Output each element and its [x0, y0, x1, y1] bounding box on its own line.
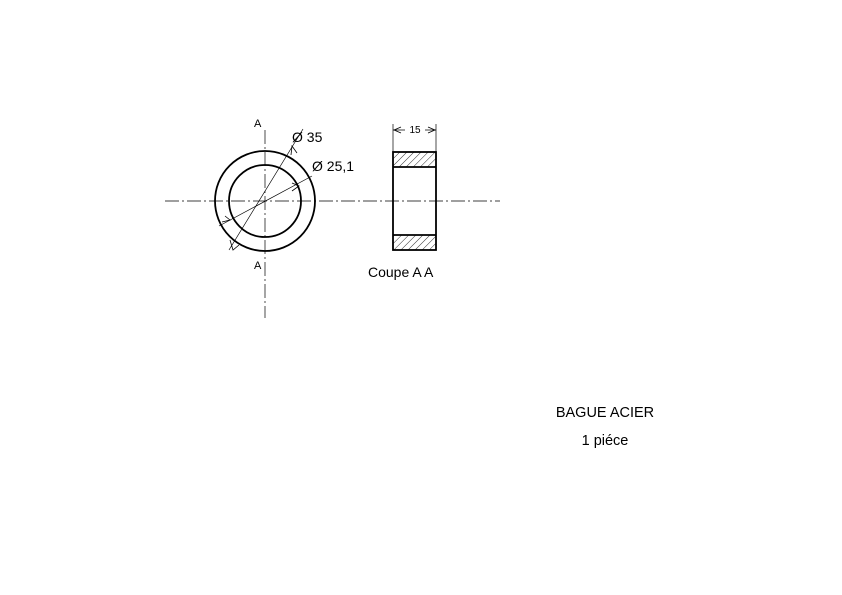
outer-diameter-arrow-bottom — [229, 239, 240, 251]
dim-arrow-left — [392, 126, 402, 134]
section-marker-top: A — [254, 118, 262, 130]
inner-diameter-arrow-bottom — [221, 215, 231, 223]
inner-circle — [228, 164, 302, 238]
outer-diameter-arrow-top — [290, 144, 298, 156]
dim-arrow-right — [427, 126, 437, 134]
section-hatch-top — [393, 152, 436, 167]
section-view: 15 Coupe A A — [368, 124, 437, 280]
part-name: BAGUE ACIER — [555, 405, 655, 421]
inner-diameter-arrow-top — [291, 182, 300, 192]
section-marker-bottom: A — [254, 260, 262, 272]
section-hatch-bottom — [393, 235, 436, 250]
width-dimension-label: 15 — [409, 125, 421, 136]
outer-diameter-leader — [228, 128, 304, 251]
part-quantity: 1 piéce — [581, 433, 629, 449]
inner-diameter-leader — [218, 175, 313, 227]
title-block: BAGUE ACIER 1 piéce — [520, 402, 690, 452]
outer-diameter-label: Ø 35 — [292, 129, 323, 145]
front-view: A A Ø 35 Ø 25,1 — [165, 118, 500, 318]
section-caption: Coupe A A — [368, 264, 434, 280]
width-dimension-backing — [405, 124, 425, 134]
inner-diameter-label: Ø 25,1 — [312, 158, 354, 174]
outer-circle — [214, 150, 316, 252]
section-outline — [392, 151, 437, 251]
